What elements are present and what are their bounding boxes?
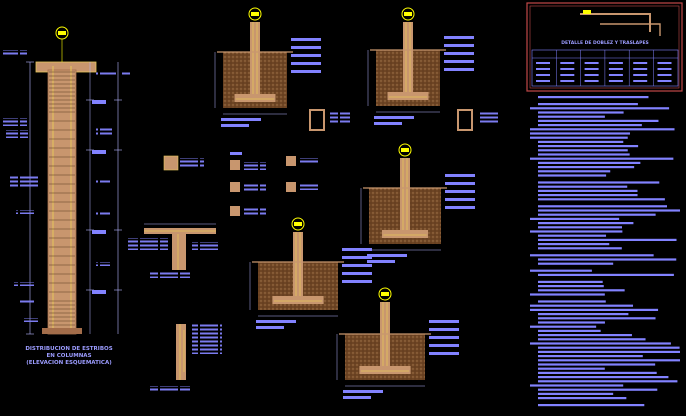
footing-detail bbox=[360, 143, 475, 263]
lap-detail bbox=[150, 324, 222, 392]
column-elevation bbox=[3, 26, 130, 335]
title-line-1: DISTRIBUCION DE ESTRIBOS bbox=[25, 346, 113, 352]
detail-panel-title: DETALLE DE DOBLEZ Y TRASLAPES bbox=[561, 41, 649, 46]
beam-slab-detail bbox=[128, 223, 218, 278]
footing-detail bbox=[367, 7, 474, 125]
footing-detail bbox=[249, 217, 372, 329]
notes-panel bbox=[526, 2, 683, 407]
title-line-2: EN COLUMNAS bbox=[46, 353, 92, 359]
footing-detail bbox=[336, 287, 459, 399]
footing-detail bbox=[214, 7, 321, 127]
footing-details bbox=[214, 7, 475, 399]
drawing-title: DISTRIBUCION DE ESTRIBOS EN COLUMNAS (EL… bbox=[14, 346, 124, 367]
stirrup-details bbox=[163, 109, 498, 216]
title-line-3: (ELEVACION ESQUEMATICA) bbox=[26, 360, 112, 366]
